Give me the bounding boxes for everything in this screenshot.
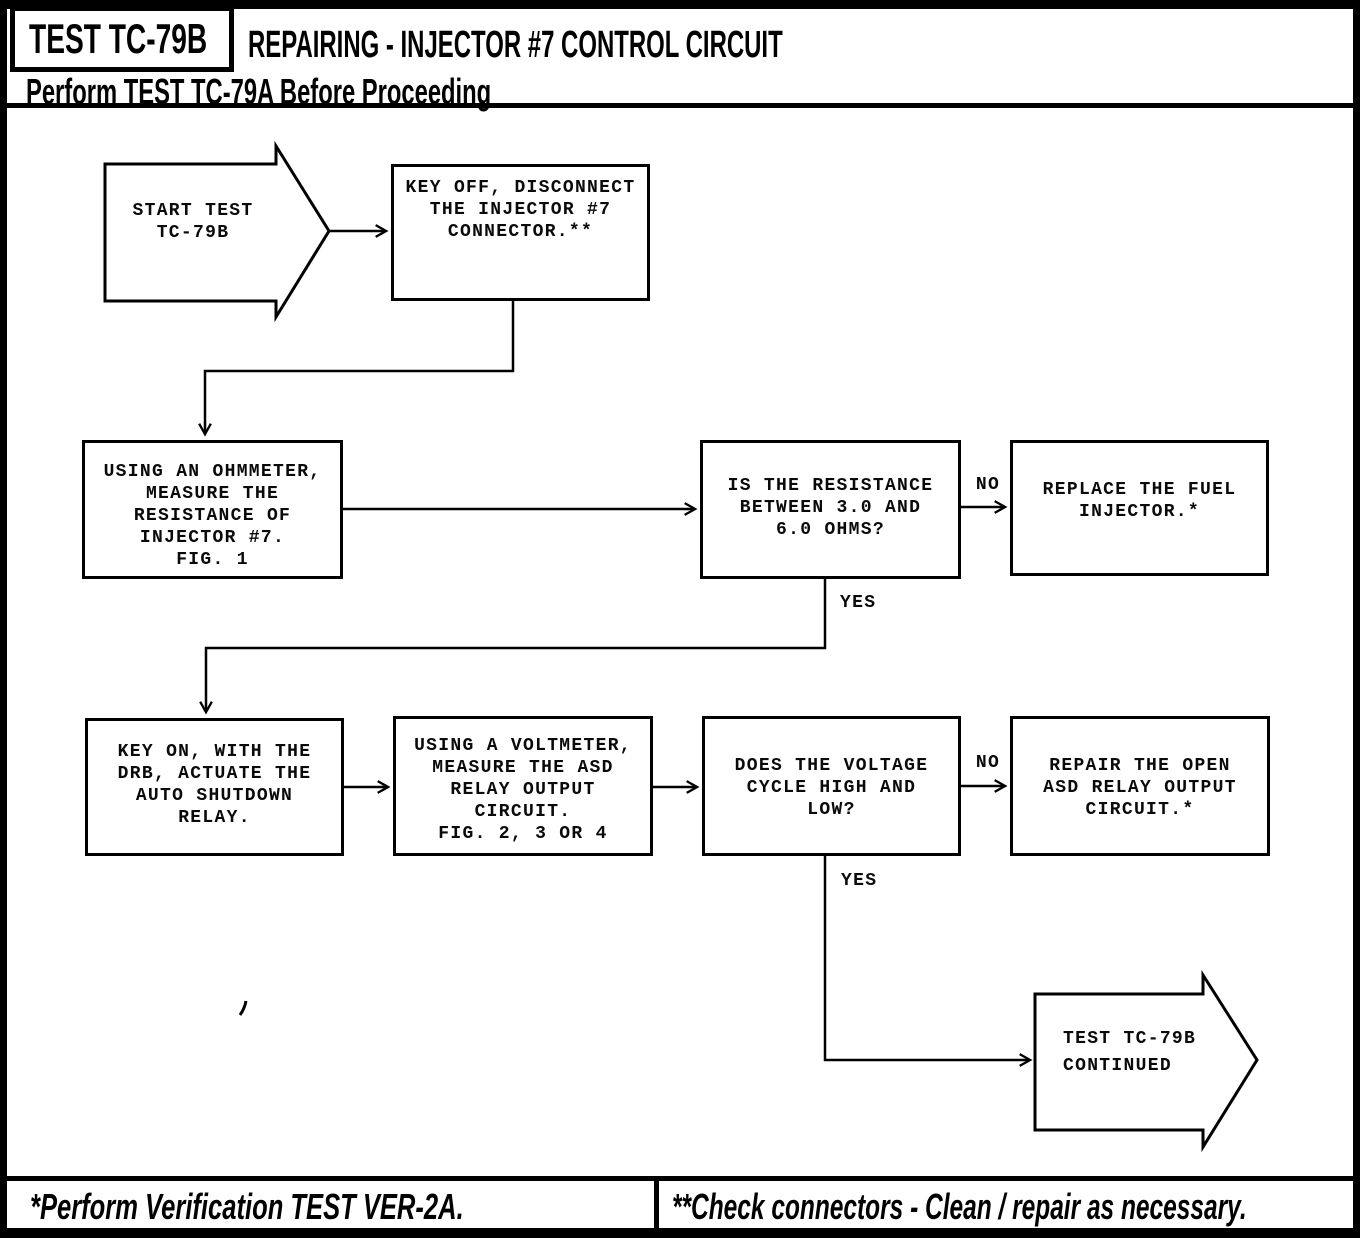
branch-label-resistance-no: NO — [975, 475, 1001, 495]
branch-label-voltage-yes: YES — [841, 871, 878, 891]
action-repair-asd-circuit: REPAIR THE OPEN ASD RELAY OUTPUT CIRCUIT… — [1010, 716, 1270, 856]
footer-divider-top — [0, 1176, 1360, 1181]
branch-label-voltage-no: NO — [975, 753, 1001, 773]
footer-cell-divider — [654, 1181, 659, 1231]
test-id-label: TEST TC-79B — [29, 15, 208, 62]
step-measure-resistance: USING AN OHMMETER, MEASURE THE RESISTANC… — [82, 440, 343, 579]
end-arrow-label: TEST TC-79B CONTINUED — [1063, 1029, 1197, 1076]
connector-keyoff-to-ohmmeter — [205, 301, 515, 433]
step-key-on-actuate-relay: KEY ON, WITH THE DRB, ACTUATE THE AUTO S… — [85, 718, 344, 856]
start-arrow-label: START TEST TC-79B — [132, 201, 254, 243]
scan-artifact-mark — [238, 1000, 248, 1016]
step-key-off-disconnect: KEY OFF, DISCONNECT THE INJECTOR #7 CONN… — [391, 164, 650, 301]
start-arrow-shape — [103, 140, 331, 323]
connector-voltage-yes-to-end — [823, 856, 1029, 1060]
branch-label-resistance-yes: YES — [840, 593, 877, 613]
test-id-box: TEST TC-79B — [10, 6, 234, 72]
page-title: REPAIRING - INJECTOR #7 CONTROL CIRCUIT — [248, 24, 783, 66]
connector-resistance-yes-to-keyon — [206, 579, 827, 711]
decision-voltage-cycle: DOES THE VOLTAGE CYCLE HIGH AND LOW? — [702, 716, 961, 856]
step-measure-asd-output: USING A VOLTMETER, MEASURE THE ASD RELAY… — [393, 716, 653, 856]
end-arrow-shape — [1033, 969, 1259, 1153]
footnote-connectors: **Check connectors - Clean / repair as n… — [672, 1186, 1247, 1227]
header-divider — [0, 103, 1360, 108]
action-replace-fuel-injector: REPLACE THE FUEL INJECTOR.* — [1010, 440, 1269, 576]
decision-resistance-range: IS THE RESISTANCE BETWEEN 3.0 AND 6.0 OH… — [700, 440, 961, 579]
footnote-verification: *Perform Verification TEST VER-2A. — [30, 1186, 464, 1227]
